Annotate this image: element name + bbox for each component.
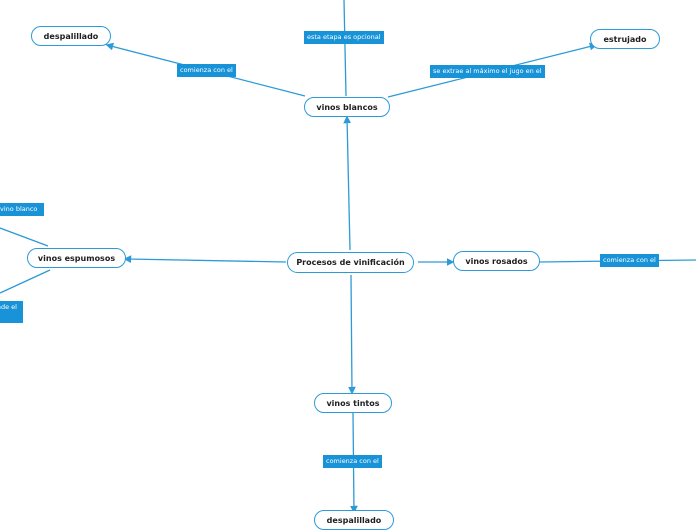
label-espumosos-lower: ade el bbox=[0, 301, 23, 323]
node-vinos-espumosos[interactable]: vinos espumosos bbox=[27, 248, 126, 268]
label-comienza-tintos: comienza con el bbox=[323, 455, 382, 468]
label-vino-blanco: vino blanco bbox=[0, 203, 44, 216]
node-vinos-blancos[interactable]: vinos blancos bbox=[304, 97, 390, 117]
node-despalillado-bottom[interactable]: despalillado bbox=[314, 510, 394, 530]
edge-center-espumosos bbox=[123, 255, 287, 264]
label-opcional: esta etapa es opcional bbox=[304, 31, 384, 44]
edge-center-blancos bbox=[343, 115, 352, 251]
node-vinos-tintos[interactable]: vinos tintos bbox=[314, 393, 392, 413]
edge-espumosos-upper bbox=[0, 227, 49, 247]
node-despalillado-top[interactable]: despalillado bbox=[31, 26, 111, 46]
label-extrae: se extrae al máximo el jugo en el bbox=[430, 65, 545, 78]
node-center[interactable]: Procesos de vinificación bbox=[287, 252, 414, 273]
edge-blancos-top bbox=[343, 0, 347, 97]
edge-espumosos-lower bbox=[0, 269, 51, 294]
edge-center-tintos bbox=[348, 274, 356, 395]
node-estrujado[interactable]: estrujado bbox=[590, 29, 660, 49]
label-comienza-rosados: comienza con el bbox=[600, 254, 659, 267]
label-comienza-blancos: comienza con el bbox=[177, 64, 236, 77]
node-vinos-rosados[interactable]: vinos rosados bbox=[453, 251, 540, 271]
